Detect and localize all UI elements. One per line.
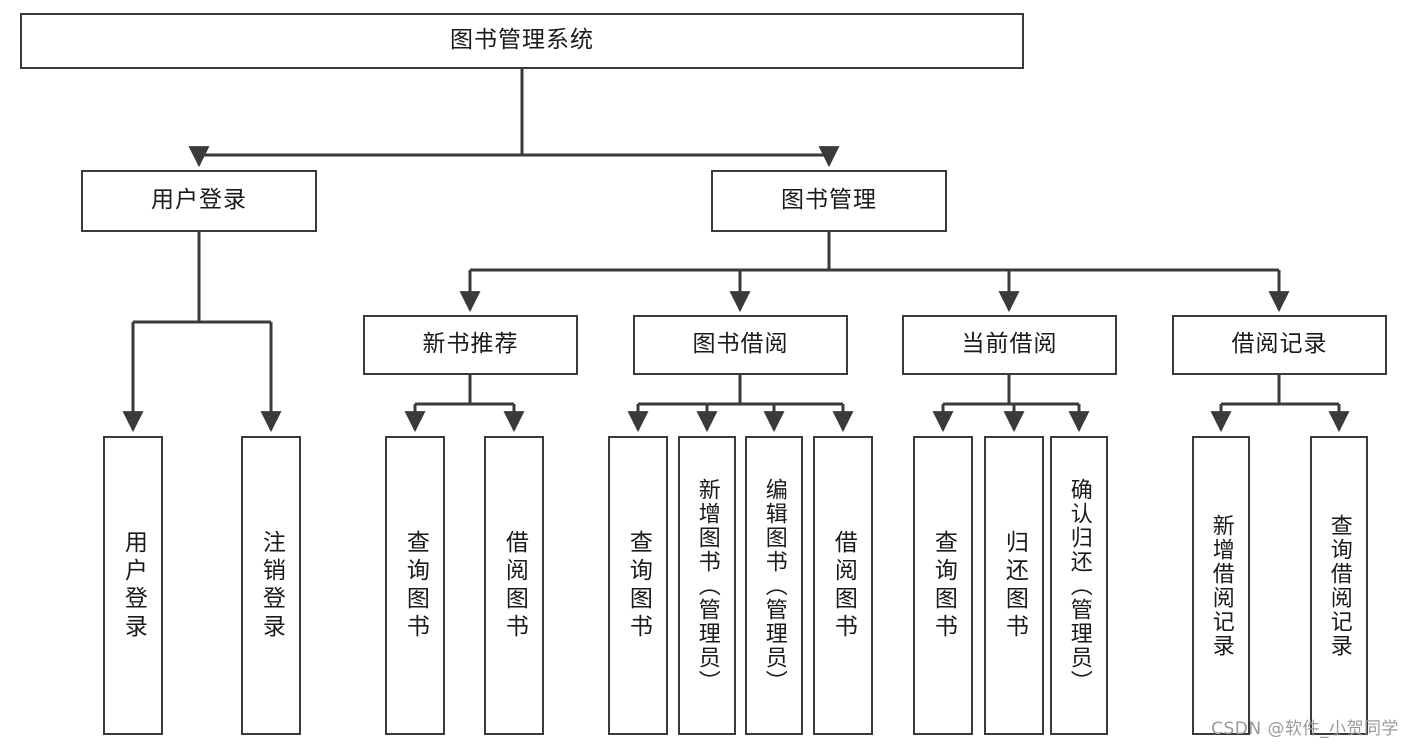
node-leaf-borrow-book[interactable]: 借阅图书 — [813, 436, 873, 735]
node-current-borrow-label: 当前借阅 — [961, 331, 1058, 358]
node-leaf-edit-book-admin-label: 编辑图书（管理员） — [761, 477, 787, 694]
node-leaf-add-borrow-record-label: 新增借阅记录 — [1208, 513, 1234, 658]
node-leaf-query-borrow-record[interactable]: 查询借阅记录 — [1310, 436, 1368, 735]
node-leaf-borrow-book-label: 借阅图书 — [830, 529, 857, 642]
node-leaf-user-login-label: 用户登录 — [120, 529, 147, 642]
node-leaf-query-book-recommend-label: 查询图书 — [402, 529, 429, 642]
node-borrow-records[interactable]: 借阅记录 — [1172, 315, 1387, 375]
node-leaf-edit-book-admin[interactable]: 编辑图书（管理员） — [745, 436, 803, 735]
node-new-book-recommend[interactable]: 新书推荐 — [363, 315, 578, 375]
node-root-label: 图书管理系统 — [450, 27, 594, 54]
node-book-management[interactable]: 图书管理 — [711, 170, 947, 232]
node-borrow-records-label: 借阅记录 — [1231, 331, 1328, 358]
node-leaf-return-book[interactable]: 归还图书 — [984, 436, 1044, 735]
node-book-borrow-label: 图书借阅 — [692, 331, 789, 358]
node-leaf-query-book-borrow-label: 查询图书 — [625, 529, 652, 642]
node-leaf-logout-label: 注销登录 — [258, 529, 285, 642]
node-new-book-recommend-label: 新书推荐 — [422, 331, 519, 358]
node-book-management-label: 图书管理 — [781, 187, 877, 214]
node-leaf-query-book-borrow[interactable]: 查询图书 — [608, 436, 668, 735]
node-leaf-add-borrow-record[interactable]: 新增借阅记录 — [1192, 436, 1250, 735]
node-leaf-add-book-admin[interactable]: 新增图书（管理员） — [678, 436, 736, 735]
node-user-login-label: 用户登录 — [151, 187, 247, 214]
node-leaf-return-book-label: 归还图书 — [1001, 529, 1028, 642]
node-leaf-query-book-current[interactable]: 查询图书 — [913, 436, 973, 735]
node-leaf-borrow-book-recommend-label: 借阅图书 — [501, 529, 528, 642]
node-leaf-confirm-return-admin[interactable]: 确认归还（管理员） — [1050, 436, 1108, 735]
node-leaf-logout[interactable]: 注销登录 — [241, 436, 301, 735]
node-user-login[interactable]: 用户登录 — [81, 170, 317, 232]
node-leaf-confirm-return-admin-label: 确认归还（管理员） — [1066, 477, 1092, 694]
node-leaf-query-book-current-label: 查询图书 — [930, 529, 957, 642]
node-book-borrow[interactable]: 图书借阅 — [633, 315, 848, 375]
node-root[interactable]: 图书管理系统 — [20, 13, 1024, 69]
node-leaf-borrow-book-recommend[interactable]: 借阅图书 — [484, 436, 544, 735]
node-leaf-query-book-recommend[interactable]: 查询图书 — [385, 436, 445, 735]
node-leaf-query-borrow-record-label: 查询借阅记录 — [1326, 513, 1352, 658]
node-leaf-add-book-admin-label: 新增图书（管理员） — [694, 477, 720, 694]
node-current-borrow[interactable]: 当前借阅 — [902, 315, 1117, 375]
node-leaf-user-login[interactable]: 用户登录 — [103, 436, 163, 735]
